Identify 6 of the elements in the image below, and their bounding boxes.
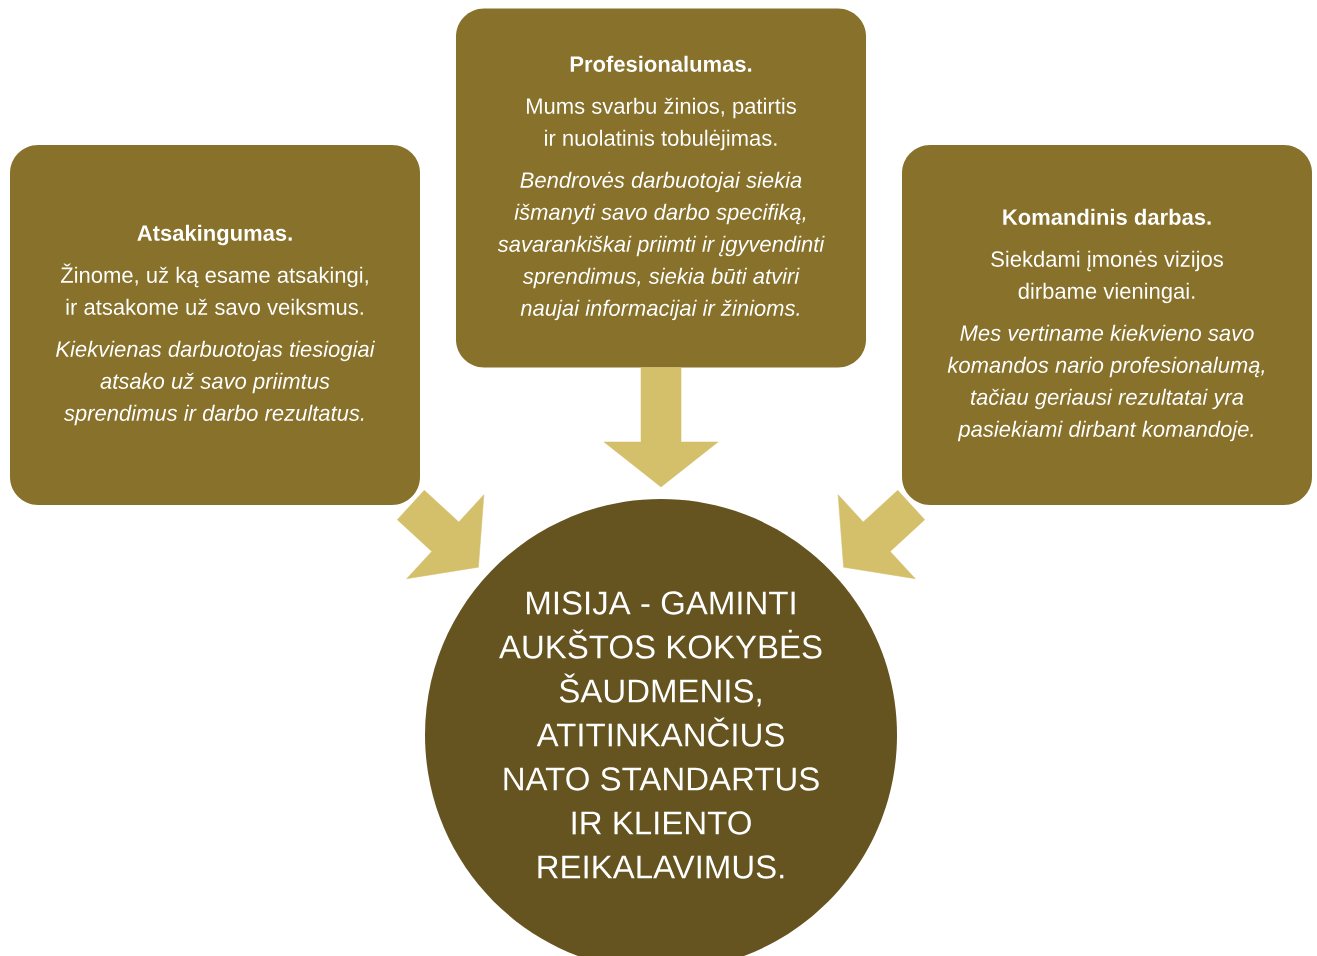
block-arrow [397,490,485,579]
block-arrow [837,490,925,579]
block-arrow [603,367,719,488]
value-card: Atsakingumas. Žinome, už ką esame atsakingi, ir atsakome už savo veiksmus. Kiekvienas darbuotojas tiesiogiai atsako už savo priimtus sprendimus ir darbo rezultatus. [10,145,420,505]
value-card: Komandinis darbas. Siekdami įmonės vizijos dirbame vieningai. Mes vertiname kiekvieno savo komandos nario profesionalumą, tačiau geriausi rezultatai yra pasiekiami dirbant komandoje. [902,145,1312,505]
value-card: Profesionalumas. Mums svarbu žinios, patirtis ir nuolatinis tobulėjimas. Bendrovės darbuotojai siekia išmanyti savo darbo specifiką, savarankiškai priimti ir įgyvendinti sprendimus, siekia būti atviri naujai informacijai ir žinioms. [456,8,866,368]
